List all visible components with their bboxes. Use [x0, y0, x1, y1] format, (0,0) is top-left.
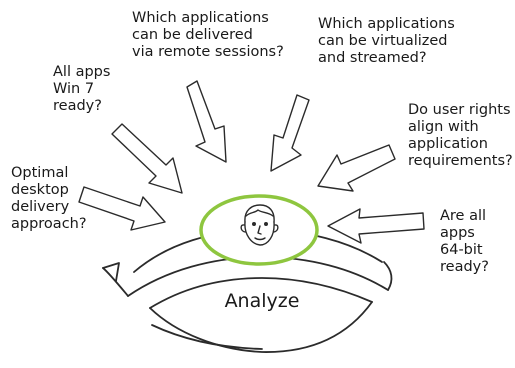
arrow-from-remote-sessions — [186, 80, 227, 163]
arrow-from-optimal-desktop — [78, 186, 166, 231]
question-line: can be virtualized — [318, 33, 448, 49]
question-line: Which applications — [132, 10, 269, 26]
question-line: desktop — [11, 182, 69, 198]
arrow-from-win7 — [111, 123, 183, 194]
question-line: Do user rights — [408, 102, 511, 118]
question-line: via remote sessions? — [132, 44, 284, 60]
arrow-from-64bit — [327, 208, 425, 244]
person-face-icon — [240, 204, 279, 246]
question-line: Win 7 — [53, 81, 95, 97]
question-64bit-ready: Are all apps 64-bit ready? — [440, 208, 489, 276]
arrow-from-user-rights — [317, 144, 396, 192]
question-virtualized-streamed: Which applications can be virtualized an… — [318, 16, 455, 67]
question-line: ready? — [53, 98, 102, 114]
question-line: approach? — [11, 216, 87, 232]
question-line: can be delivered — [132, 27, 253, 43]
analyze-label: Analyze — [224, 290, 300, 312]
question-desktop-delivery: Optimal desktop delivery approach? — [11, 165, 87, 233]
question-line: delivery — [11, 199, 70, 215]
question-line: apps — [440, 225, 475, 241]
question-user-rights: Do user rights align with application re… — [408, 102, 513, 170]
question-line: All apps — [53, 64, 111, 80]
question-line: and streamed? — [318, 50, 427, 66]
question-line: Optimal — [11, 165, 69, 181]
question-line: align with — [408, 119, 479, 135]
question-line: application — [408, 136, 488, 152]
question-line: Which applications — [318, 16, 455, 32]
question-line: requirements? — [408, 153, 513, 169]
question-line: Are all — [440, 208, 487, 224]
question-remote-sessions: Which applications can be delivered via … — [132, 10, 284, 61]
question-line: ready? — [440, 259, 489, 275]
question-win7-ready: All apps Win 7 ready? — [53, 64, 110, 115]
arrow-from-virtualized — [270, 94, 310, 172]
question-line: 64-bit — [440, 242, 483, 258]
